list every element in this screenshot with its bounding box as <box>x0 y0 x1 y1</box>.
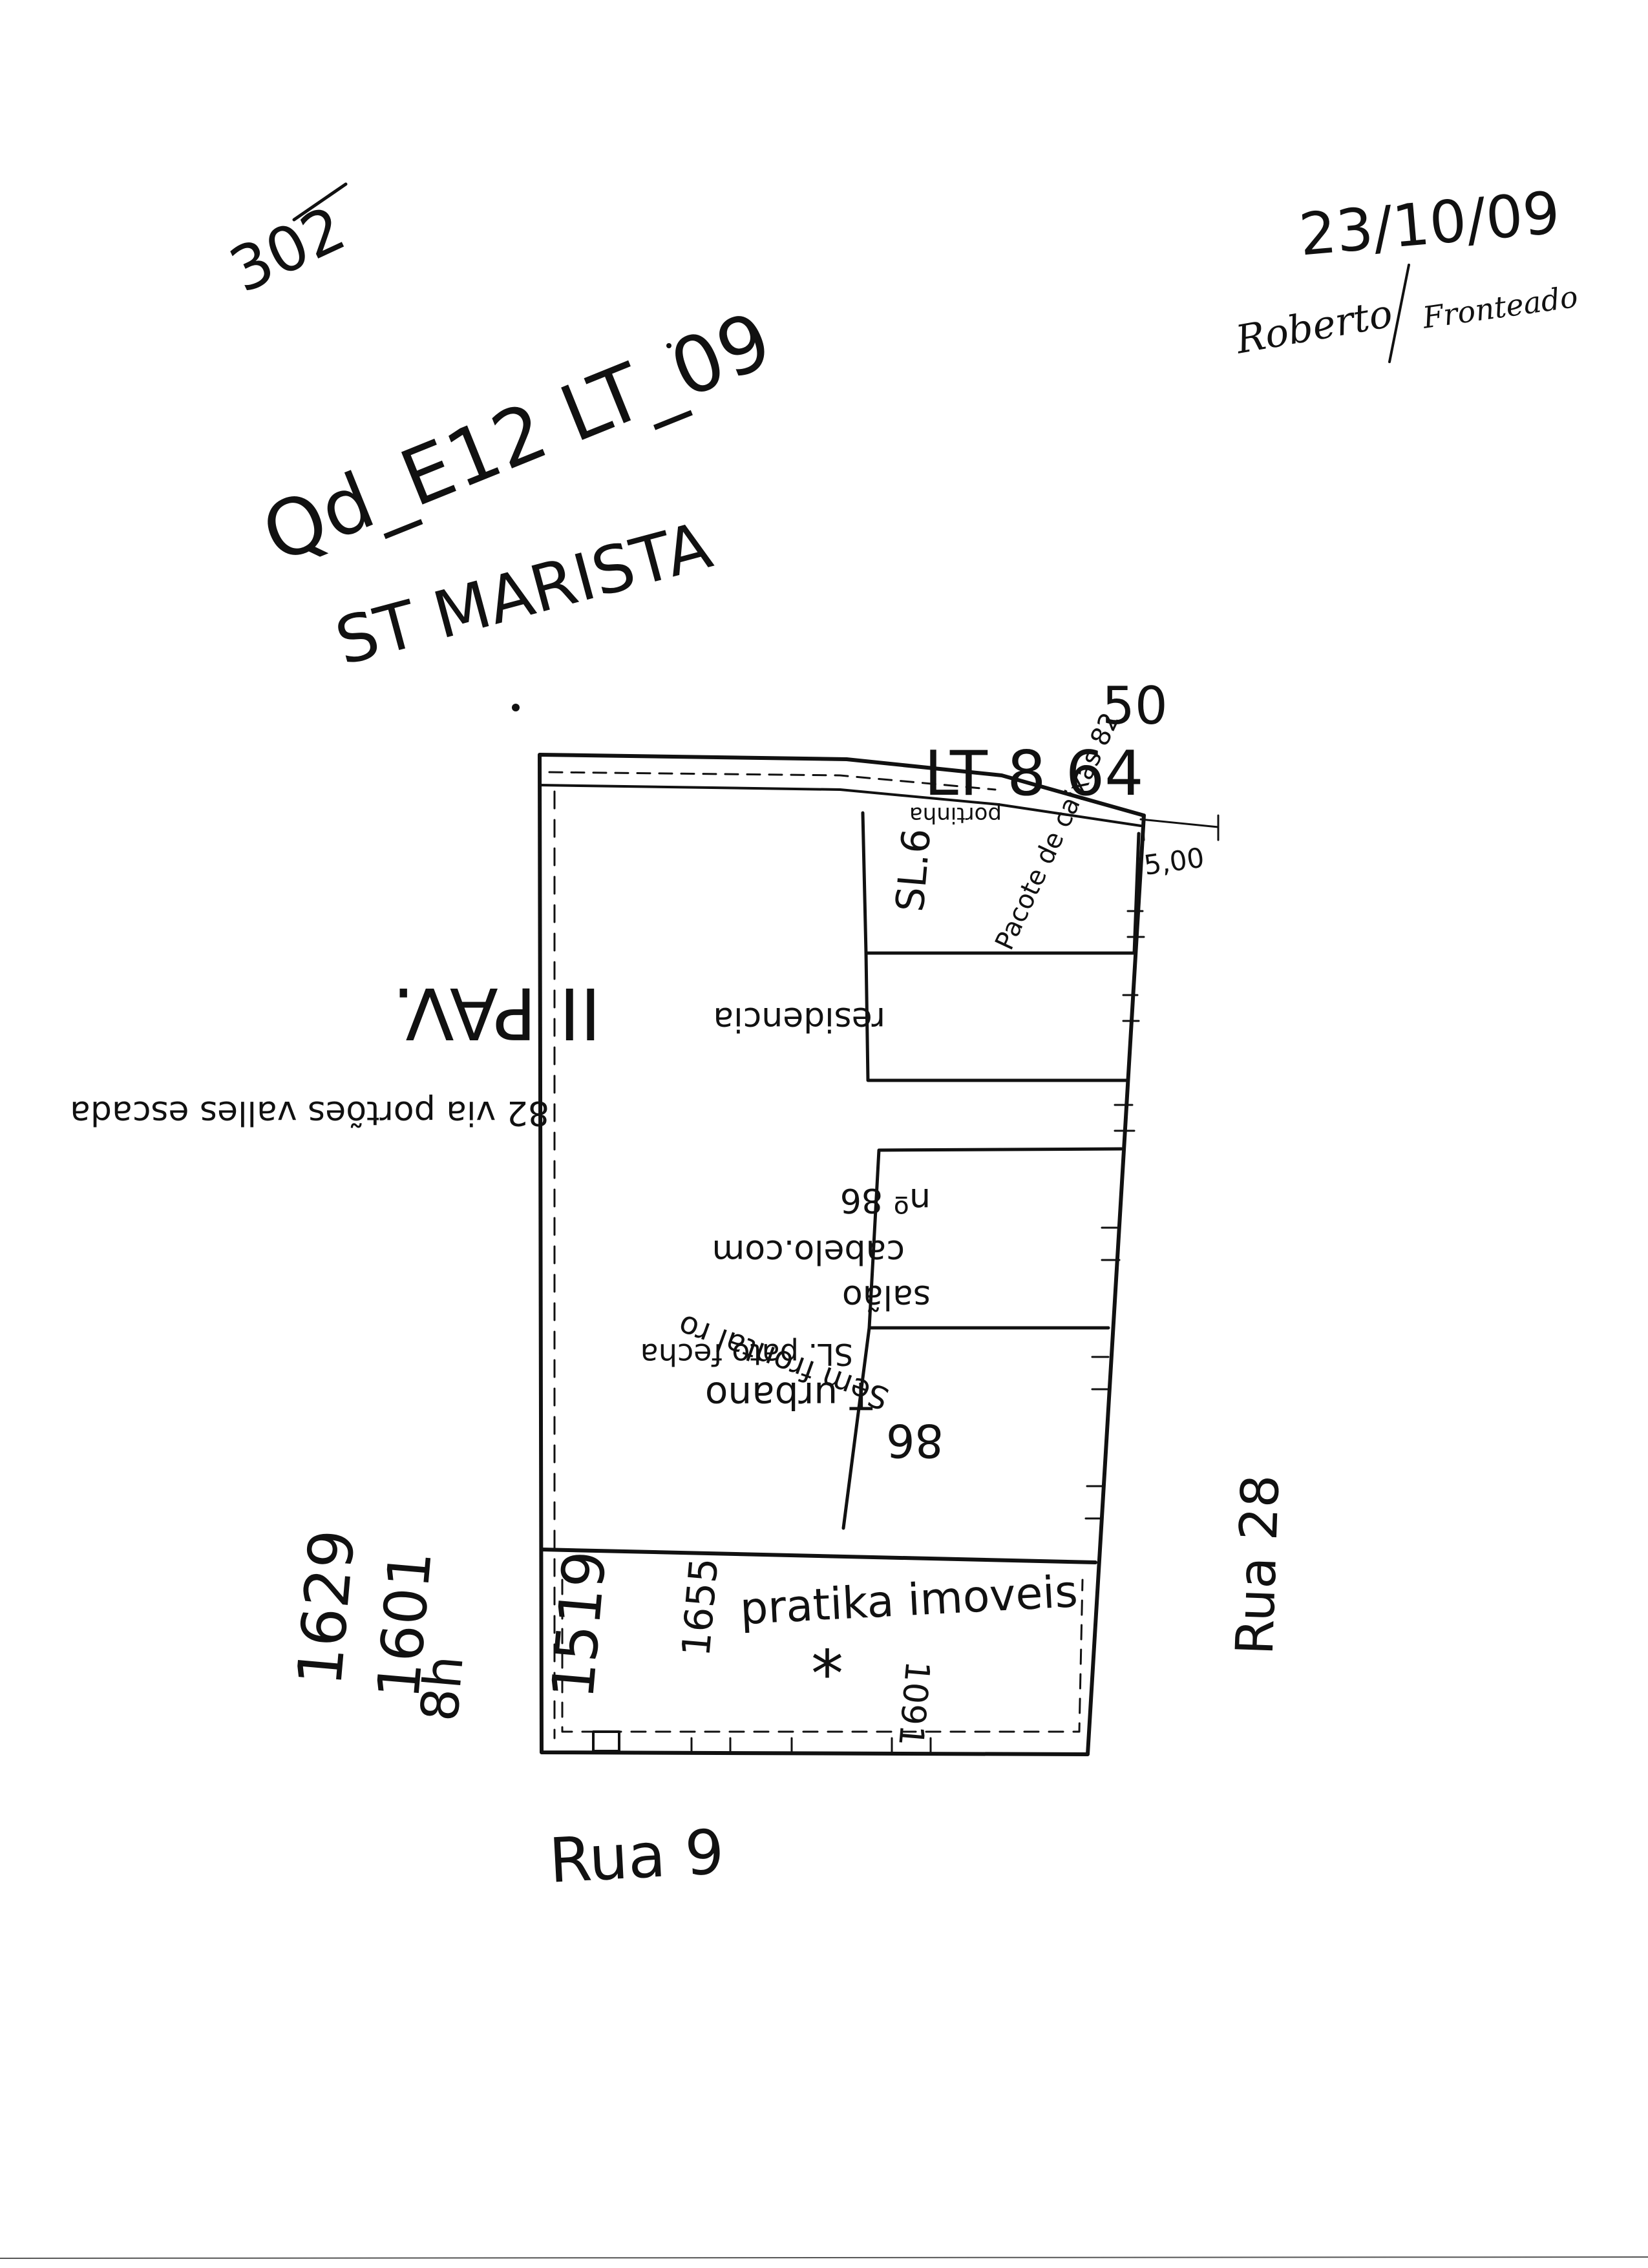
stray-dot <box>512 704 520 711</box>
urbano-detail-label: SL. pato fecha <box>640 1337 853 1372</box>
street-bottom-label: Rua 9 <box>547 1817 726 1897</box>
salao-number-label: nº 86 <box>840 1181 931 1219</box>
salao-label: salão <box>842 1277 931 1316</box>
top-lots-label: LT 8 64 <box>924 739 1144 810</box>
right-dim-line <box>1139 814 1220 841</box>
date-label: 23/10/09 <box>1296 179 1563 269</box>
garage-label: portinha <box>909 802 1002 828</box>
sem-frontal-number: 86 <box>886 1414 944 1467</box>
right-edge-ticks <box>1084 910 1145 1520</box>
street-right-label: Rua 28 <box>1225 1474 1291 1656</box>
sheet-number-underline <box>292 182 348 222</box>
two-pav-label: II PAV. <box>392 972 601 1055</box>
author-slash <box>1388 264 1410 363</box>
left-number-2: 1601 <box>364 1548 445 1701</box>
bottom-left-box <box>592 1730 620 1752</box>
urbano-label: T urbano <box>705 1374 873 1418</box>
top-strip-line <box>538 784 1142 827</box>
author-extra-label: Fronteado <box>1420 279 1580 335</box>
top-number-label: 50 <box>1102 676 1168 736</box>
stray-dot <box>666 343 671 348</box>
front-shop-dash <box>561 1579 1084 1733</box>
residencia-room-outline <box>864 951 1130 1082</box>
left-number-4: 1519 <box>539 1548 620 1701</box>
top-strip-dash <box>548 771 997 791</box>
residencia-label: residencia <box>713 1000 885 1038</box>
right-dim-label: 5,00 <box>1142 841 1206 881</box>
urbano-room-outline <box>841 1326 871 1530</box>
front-num-left-label: 1655 <box>673 1556 727 1658</box>
scan-edge-line <box>0 2256 1648 2259</box>
room-sl6-label: SL.6 <box>887 826 940 913</box>
sl6-room-outline <box>861 811 1141 955</box>
author-label: Roberto <box>1232 291 1396 363</box>
via-label: 82 via portões valles escada <box>70 1093 549 1132</box>
left-number-1: 1629 <box>284 1527 369 1688</box>
front-num-right-label: 1091 <box>891 1659 936 1748</box>
front-shop-label: pratika imoveis <box>739 1566 1079 1635</box>
lot-outline <box>538 753 1146 1756</box>
salao-room-outline <box>867 1147 1123 1330</box>
sheet-number: 302 <box>220 193 356 307</box>
bottom-edge-ticks <box>690 1737 932 1754</box>
front-star-label: * <box>811 1636 843 1712</box>
salao-detail-label: cabelo.com <box>712 1232 905 1271</box>
front-shop-divider <box>540 1548 1097 1564</box>
left-number-3: 8h <box>409 1653 475 1723</box>
